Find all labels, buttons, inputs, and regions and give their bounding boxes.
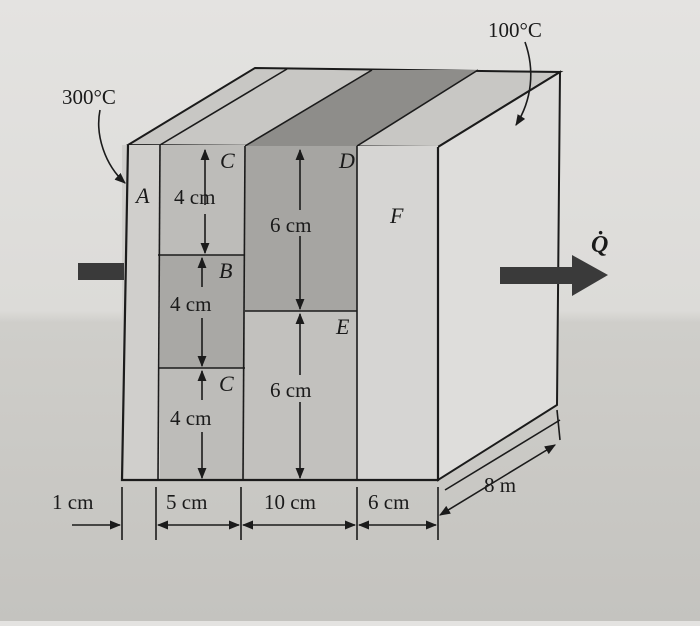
layer-label-f: F [389, 203, 404, 228]
layer-d [245, 146, 357, 311]
layer-label-b: B [219, 258, 232, 283]
width-label-de: 10 cm [264, 490, 316, 514]
width-label-bc: 5 cm [166, 490, 207, 514]
temp-right-label: 100°C [488, 18, 542, 42]
layer-f [357, 146, 438, 480]
height-label-d: 6 cm [270, 213, 311, 237]
height-label-c-top: 4 cm [174, 185, 215, 209]
layer-label-a: A [134, 183, 150, 208]
heat-rate-label: Q̇ [591, 231, 608, 258]
heat-in-arrow [78, 263, 124, 280]
width-label-f: 6 cm [368, 490, 409, 514]
layer-label-c-top: C [220, 148, 235, 173]
heat-out-arrow [500, 255, 608, 296]
width-label-a: 1 cm [52, 490, 93, 514]
layer-a [122, 145, 160, 480]
top-face-dark-band [245, 70, 478, 146]
depth-label: 8 m [484, 473, 516, 497]
layer-e [245, 311, 357, 480]
layer-label-d: D [338, 148, 355, 173]
temp-left-label: 300°C [62, 85, 116, 109]
layer-c-top [160, 145, 245, 255]
height-label-e: 6 cm [270, 378, 311, 402]
layer-label-c-bottom: C [219, 371, 234, 396]
height-label-b: 4 cm [170, 292, 211, 316]
layer-label-e: E [335, 314, 350, 339]
height-label-c-bottom: 4 cm [170, 406, 211, 430]
